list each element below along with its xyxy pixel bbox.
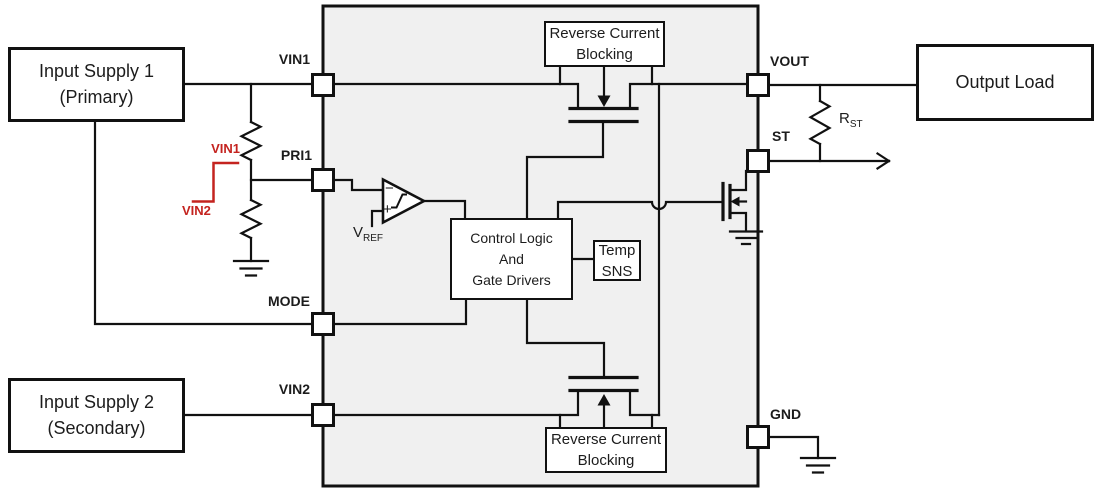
comparator-minus-sign: −	[385, 180, 394, 197]
mosfet-st	[721, 169, 748, 232]
rst-label: RST	[839, 110, 863, 130]
temp-sns-line1: Temp	[598, 241, 636, 259]
pin-vin2	[311, 403, 335, 427]
vin2-internal-rail	[332, 389, 661, 428]
hysteresis-icon	[391, 193, 407, 209]
rcb-bottom-arrow	[597, 394, 611, 428]
reverse-current-blocking-bottom-box: Reverse Current Blocking	[545, 427, 667, 473]
pin-mode	[311, 312, 335, 336]
temp-sns-line2: SNS	[601, 262, 633, 280]
reverse-current-blocking-top-box: Reverse Current Blocking	[544, 21, 665, 67]
vref-label: VREF	[353, 224, 384, 244]
pin-label-mode: MODE	[268, 293, 310, 309]
vref-wire	[370, 209, 385, 228]
control-logic-line2: And	[499, 250, 524, 267]
red-label-vin1: VIN1	[211, 141, 240, 156]
output-load-label: Output Load	[955, 71, 1055, 92]
output-load-box: Output Load	[916, 44, 1094, 121]
input-supply-1-line1: Input Supply 1	[38, 60, 155, 81]
pin-label-pri1: PRI1	[280, 147, 312, 163]
pin-st	[746, 149, 770, 173]
resistor-r1	[239, 120, 263, 162]
st-arrow	[875, 151, 891, 171]
mode-wire	[93, 120, 314, 326]
resistor-rst	[808, 83, 832, 163]
red-step-waveform	[191, 161, 240, 203]
resistor-divider	[232, 82, 314, 277]
input-supply-1-box: Input Supply 1 (Primary)	[8, 47, 185, 122]
ground-symbol-divider	[232, 259, 270, 277]
red-label-vin2: VIN2	[182, 203, 211, 218]
ic-pins	[311, 73, 770, 449]
mosfet-bottom-gate-wire	[525, 298, 606, 379]
control-logic-box: Control Logic And Gate Drivers	[450, 218, 573, 300]
pin-label-vout: VOUT	[770, 53, 809, 69]
input-supply-2-line2: (Secondary)	[47, 417, 146, 438]
st-gate-wire-with-hop	[556, 200, 723, 220]
comparator-minus-wire	[332, 178, 385, 192]
pin-vin1	[311, 73, 335, 97]
input-supply-2-line1: Input Supply 2	[38, 391, 155, 412]
mode-internal-wire	[332, 298, 468, 326]
gnd-wire	[767, 435, 837, 474]
comparator-plus-sign: +	[383, 201, 392, 218]
pin-label-gnd: GND	[770, 406, 802, 422]
pin-gnd	[746, 425, 770, 449]
input-supply-1-line2: (Primary)	[59, 86, 134, 107]
rcb-bottom-line1: Reverse Current	[550, 431, 662, 448]
mosfet-top	[525, 106, 639, 220]
mosfet-top-gate-wire	[525, 120, 605, 220]
pin-pri1	[311, 168, 335, 192]
mosfet-bottom	[568, 375, 639, 393]
control-logic-line3: Gate Drivers	[472, 271, 551, 288]
pin-label-vin1: VIN1	[278, 51, 310, 67]
ground-symbol-output	[799, 456, 837, 474]
rcb-top-line2: Blocking	[576, 46, 633, 63]
pin-label-st: ST	[772, 128, 790, 144]
pin-vout	[746, 73, 770, 97]
rcb-top-arrow	[597, 65, 611, 107]
resistor-r2	[239, 198, 263, 240]
temp-sns-box: Temp SNS	[593, 240, 641, 281]
mosfet-st-body-arrow	[730, 196, 740, 207]
rcb-top-line1: Reverse Current	[549, 25, 660, 42]
input-supply-2-box: Input Supply 2 (Secondary)	[8, 378, 185, 453]
st-wire	[767, 151, 891, 171]
control-logic-line1: Control Logic	[470, 229, 553, 246]
vin1-internal-rail	[332, 65, 749, 417]
ground-symbol-st	[728, 230, 764, 246]
comparator	[332, 177, 467, 228]
rcb-bottom-line2: Blocking	[577, 452, 635, 469]
control-logic-wires	[332, 200, 723, 379]
comparator-output-wire	[421, 199, 467, 220]
pin-label-vin2: VIN2	[278, 381, 310, 397]
